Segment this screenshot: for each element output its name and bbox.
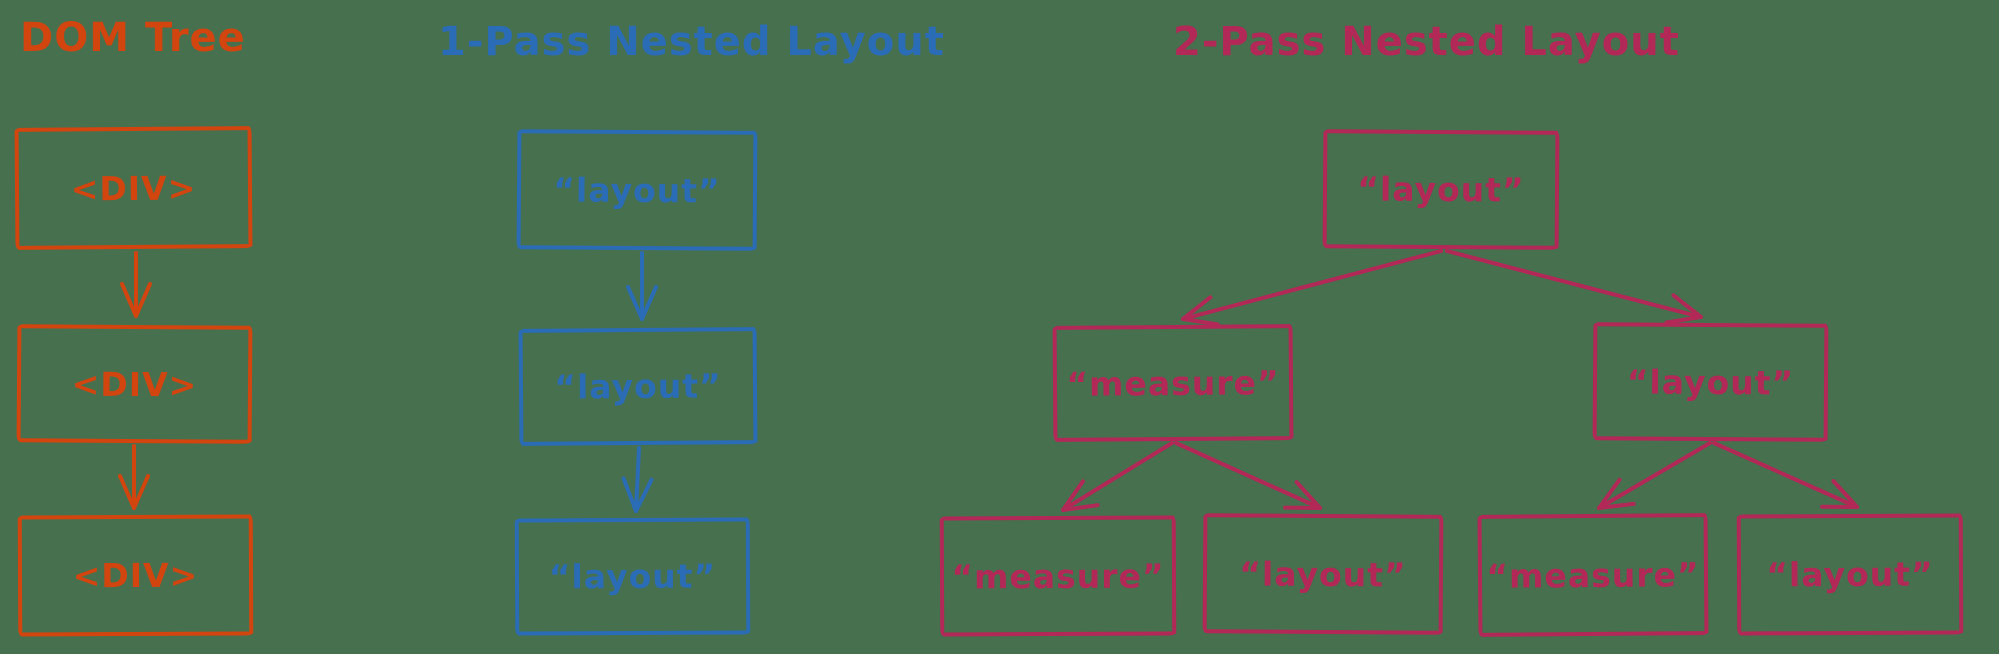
two-pass-mid-layout-label: “layout”	[1626, 361, 1795, 403]
one-pass-node-layout-2-label: “layout”	[554, 366, 722, 407]
dom-node-div-2-label: <DIV>	[71, 364, 198, 404]
one-pass-node-layout-1-label: “layout”	[553, 169, 721, 211]
two-pass-root-layout: “layout”	[1322, 129, 1560, 250]
two-pass-root-layout-label: “layout”	[1357, 169, 1525, 210]
section-title-2-pass-nested-layout: 2-Pass Nested Layout	[1173, 19, 1680, 65]
two-pass-mid-measure: “measure”	[1052, 324, 1294, 442]
dom-node-div-2: <DIV>	[16, 324, 253, 444]
two-pass-leaf-measure-2: “measure”	[1477, 513, 1709, 637]
two-pass-leaf-measure-1: “measure”	[939, 515, 1177, 637]
two-pass-leaf-layout-2: “layout”	[1736, 513, 1964, 636]
arrow-2pass-layout-to-leaf-layout	[1712, 441, 1859, 509]
two-pass-leaf-measure-1-label: “measure”	[951, 556, 1165, 596]
section-title-1-pass-nested-layout: 1-Pass Nested Layout	[438, 19, 945, 65]
arrow-1pass-2-to-3	[621, 446, 654, 513]
section-title-dom-tree: DOM Tree	[20, 15, 246, 61]
arrow-2pass-measure-to-leaf-layout	[1174, 441, 1322, 510]
one-pass-node-layout-3: “layout”	[514, 517, 751, 636]
one-pass-node-layout-1: “layout”	[516, 129, 758, 251]
two-pass-leaf-measure-2-label: “measure”	[1486, 554, 1700, 596]
arrow-2pass-root-to-measure	[1181, 249, 1443, 327]
arrow-2pass-root-to-layout	[1445, 249, 1703, 325]
dom-node-div-1-label: <DIV>	[70, 168, 197, 208]
two-pass-leaf-layout-1-label: “layout”	[1239, 553, 1407, 595]
two-pass-mid-measure-label: “measure”	[1066, 362, 1280, 404]
dom-node-div-1: <DIV>	[14, 126, 253, 250]
one-pass-node-layout-3-label: “layout”	[548, 556, 717, 597]
one-pass-node-layout-2: “layout”	[518, 327, 758, 446]
dom-node-div-3-label: <DIV>	[72, 555, 199, 596]
dom-node-div-3: <DIV>	[17, 514, 254, 637]
two-pass-leaf-layout-2-label: “layout”	[1766, 554, 1934, 595]
two-pass-leaf-layout-1: “layout”	[1202, 513, 1444, 635]
two-pass-mid-layout: “layout”	[1592, 322, 1829, 442]
arrow-2pass-measure-to-leaf-measure	[1061, 441, 1174, 512]
arrow-2pass-layout-to-leaf-measure	[1597, 441, 1712, 510]
